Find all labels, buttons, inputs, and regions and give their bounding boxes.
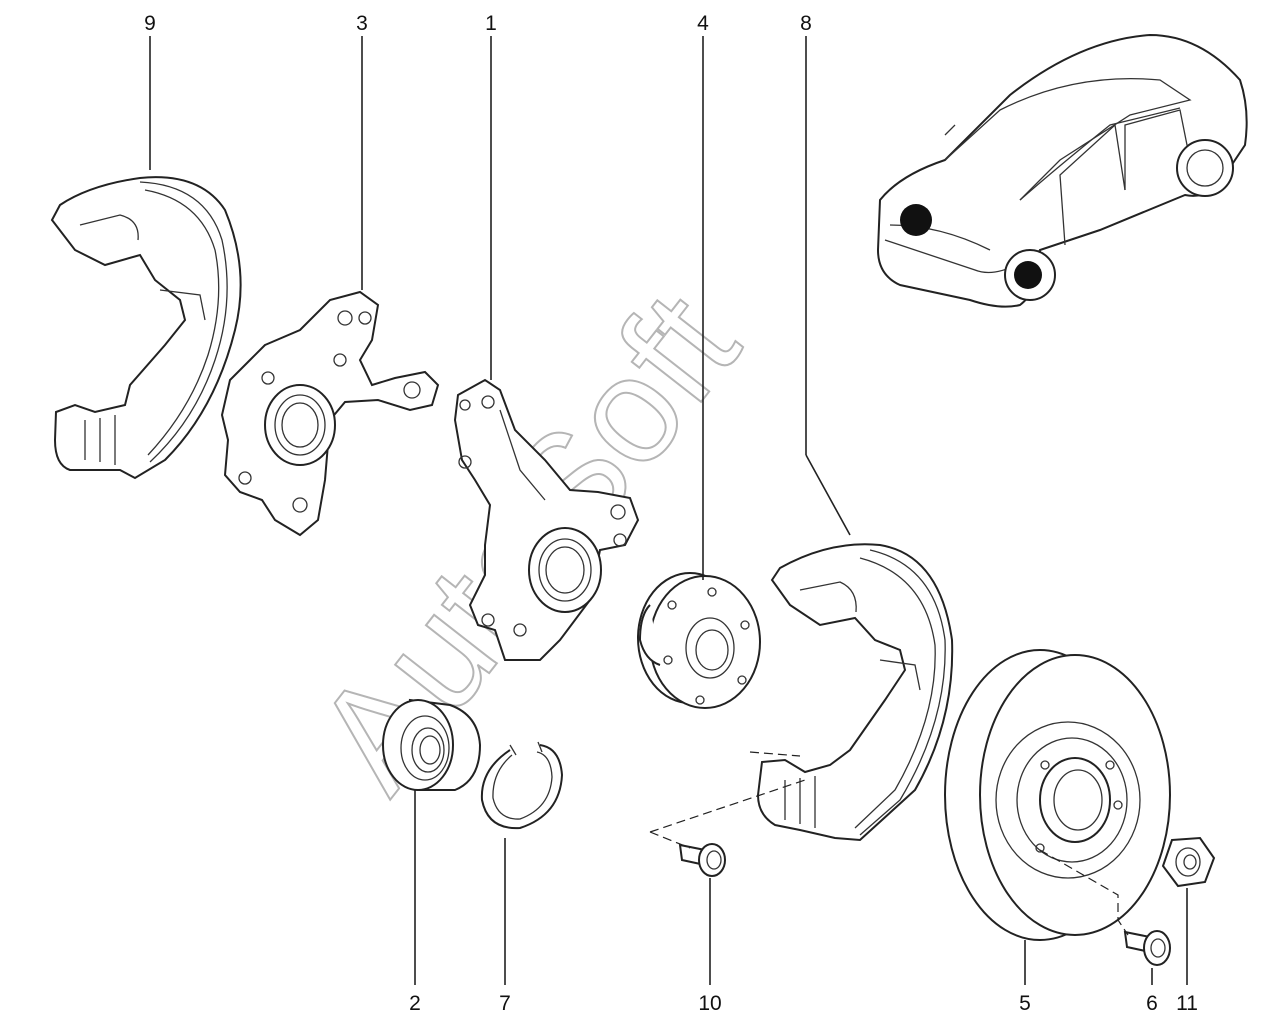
wheel-bearing	[382, 698, 482, 791]
steering-knuckle-center	[453, 378, 640, 661]
callout-8: 8	[800, 12, 812, 35]
callout-9: 9	[144, 12, 156, 35]
callout-6: 6	[1146, 992, 1158, 1015]
bolt-10	[678, 843, 726, 877]
disc-screw	[1123, 930, 1171, 966]
callout-labels: 9 3 1 4 8 2 7 10 5 6 11	[144, 12, 1198, 1015]
callout-4: 4	[697, 12, 709, 35]
callout-5: 5	[1019, 992, 1031, 1015]
brake-disc	[944, 649, 1171, 941]
wheel-location-marker-front	[900, 204, 932, 236]
hex-nut	[1161, 836, 1216, 888]
car-location-illustration	[876, 33, 1248, 308]
retaining-ring	[480, 741, 564, 830]
wheel-location-marker-rear	[1014, 261, 1042, 289]
callout-1: 1	[485, 12, 497, 35]
callout-10: 10	[698, 992, 721, 1015]
steering-knuckle-left	[220, 290, 440, 537]
callout-11: 11	[1176, 992, 1198, 1015]
brake-shield-left	[50, 176, 242, 480]
callout-2: 2	[409, 992, 421, 1015]
callout-7: 7	[499, 992, 511, 1015]
brake-shield-right	[756, 543, 954, 842]
leader-lines	[149, 36, 1188, 985]
wheel-hub	[637, 572, 761, 709]
callout-3: 3	[356, 12, 368, 35]
